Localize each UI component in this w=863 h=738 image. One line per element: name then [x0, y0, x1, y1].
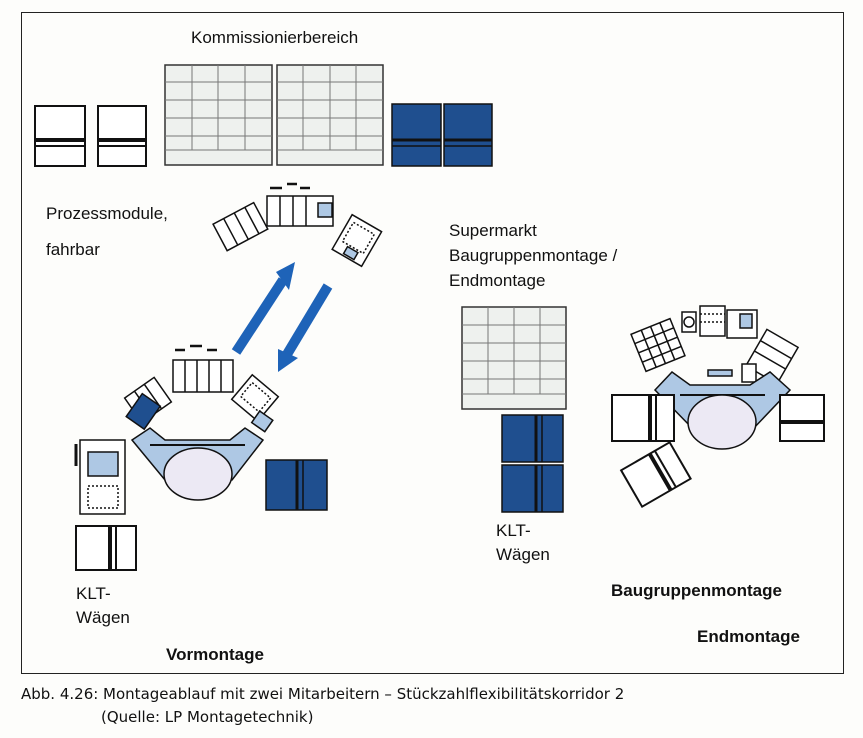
process-module-cluster-top: [212, 182, 383, 268]
endmontage-workstation: [611, 305, 825, 509]
white-klt-cart-top-1: [34, 105, 86, 167]
figure-frame: [21, 12, 844, 674]
label-waegen-mid: Wägen: [496, 545, 550, 564]
shelf-kommissionierbereich-2: [276, 64, 384, 166]
white-klt-cart-bottom-left: [75, 525, 137, 571]
label-supermarkt-endmontage: Endmontage: [449, 271, 546, 290]
navy-klt-cart-top-1: [391, 103, 442, 167]
label-baugruppenmontage: Baugruppenmontage: [611, 581, 782, 600]
label-klt-left: KLT-: [76, 584, 111, 603]
label-vormontage: Vormontage: [166, 645, 264, 664]
label-fahrbar: fahrbar: [46, 240, 100, 259]
white-klt-cart-top-2: [97, 105, 147, 167]
figure-caption: Abb. 4.26: Montageablauf mit zwei Mitarb…: [21, 685, 625, 703]
navy-klt-cart-vormontage: [265, 459, 328, 511]
shelf-kommissionierbereich-1: [164, 64, 273, 166]
vormontage-workstation: [74, 344, 280, 515]
navy-klt-cart-mid-1: [501, 414, 564, 463]
label-waegen-left: Wägen: [76, 608, 130, 627]
transfer-arrows: [231, 262, 333, 372]
label-prozessmodule: Prozessmodule,: [46, 204, 168, 223]
shelf-supermarkt: [461, 306, 567, 410]
label-kommissionierbereich: Kommissionierbereich: [191, 28, 359, 47]
label-endmontage: Endmontage: [697, 627, 800, 646]
label-klt-mid: KLT-: [496, 521, 531, 540]
label-supermarkt-baugruppenmontage: Baugruppenmontage /: [449, 246, 618, 265]
label-supermarkt: Supermarkt: [449, 221, 537, 240]
navy-klt-cart-top-2: [443, 103, 493, 167]
navy-klt-cart-mid-2: [501, 464, 564, 513]
figure-caption-source: (Quelle: LP Montagetechnik): [101, 708, 314, 726]
